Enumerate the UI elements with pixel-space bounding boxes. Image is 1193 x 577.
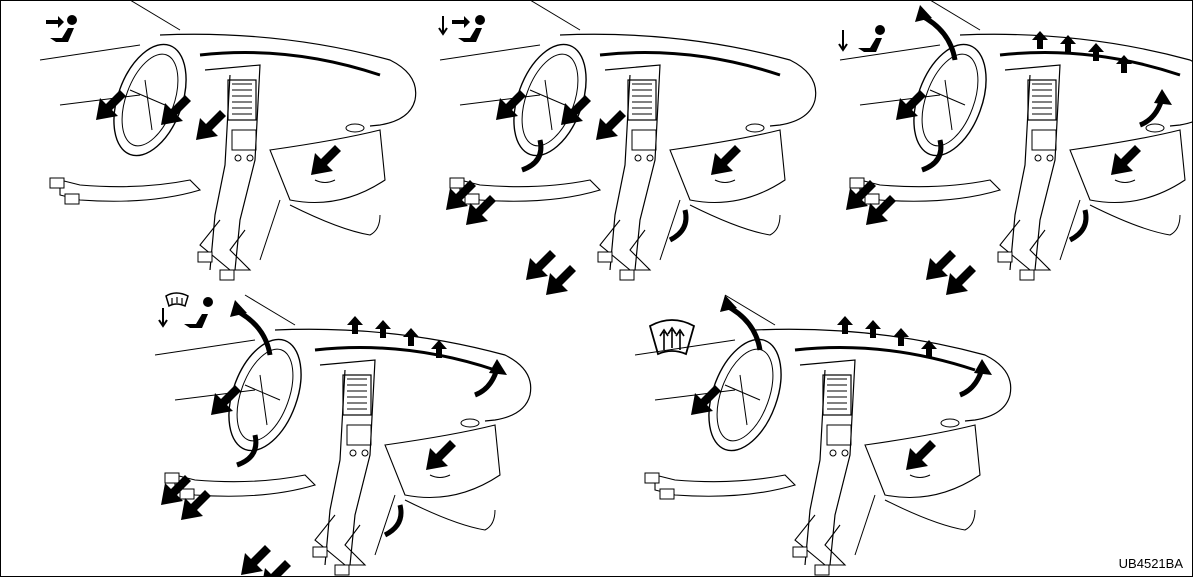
vent-mode-icon xyxy=(46,15,77,42)
foot-mode-icon xyxy=(839,25,885,52)
bi-level-mode-icon xyxy=(439,15,485,42)
panel-defrost-foot xyxy=(155,295,531,577)
defrost-mode-icon xyxy=(650,320,694,354)
figure-code-label: UB4521BA xyxy=(1119,556,1183,571)
defrost-foot-mode-icon xyxy=(159,293,213,328)
panel-vent xyxy=(40,0,416,280)
panel-bi-level xyxy=(440,0,816,295)
panel-foot xyxy=(840,0,1193,295)
